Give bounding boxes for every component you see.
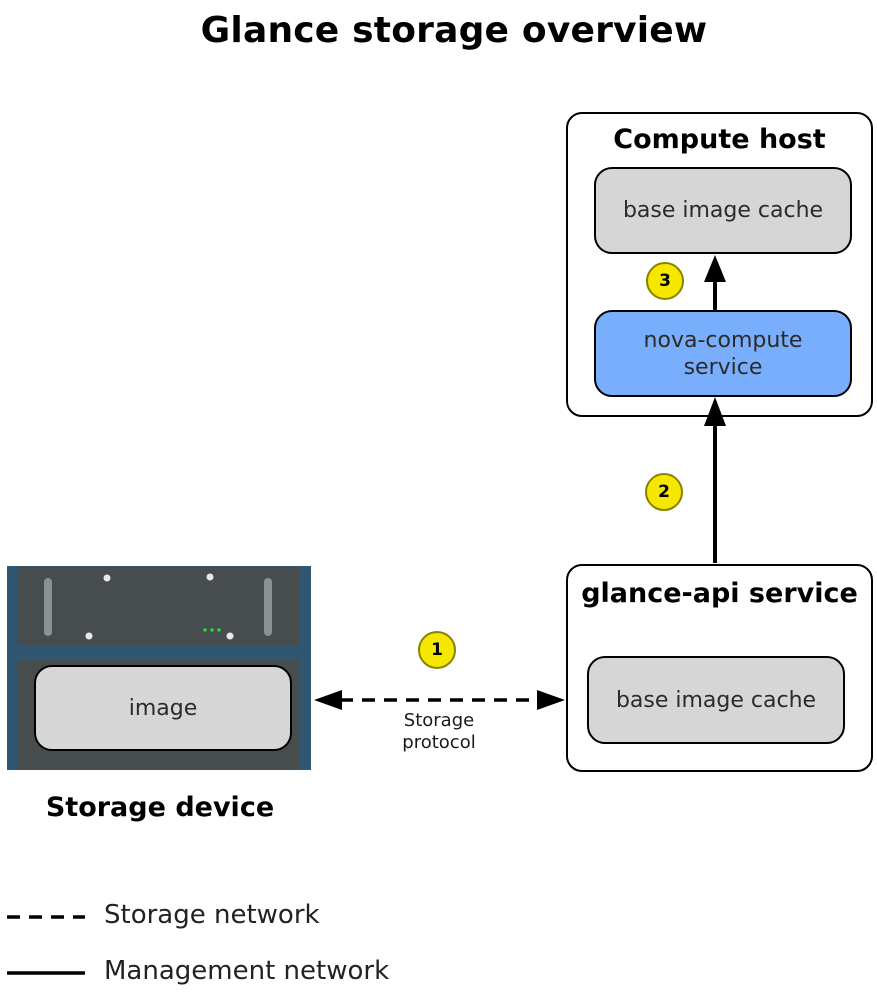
nova-compute-label-line2: service xyxy=(683,354,763,380)
storage-protocol-label-line1: Storage xyxy=(403,710,475,731)
glance-base-image-cache: base image cache xyxy=(587,656,845,744)
nova-to-cache-arrowhead xyxy=(704,255,726,282)
step-1-badge: 1 xyxy=(418,631,456,669)
storage-protocol-label: Storage protocol xyxy=(379,710,499,754)
compute-base-image-cache: base image cache xyxy=(594,167,852,254)
glance-api-service-title: glance-api service xyxy=(581,578,858,609)
storage-protocol-arrowhead-right xyxy=(537,690,565,710)
storage-device-caption: Storage device xyxy=(45,792,275,823)
compute-host-title: Compute host xyxy=(613,124,826,155)
storage-protocol-label-line2: protocol xyxy=(402,732,476,753)
storage-image: image xyxy=(34,665,292,751)
nova-compute-label-line1: nova-compute xyxy=(643,327,803,353)
legend-management-network-label: Management network xyxy=(104,956,390,986)
step-3-badge: 3 xyxy=(646,262,684,300)
storage-protocol-arrowhead-left xyxy=(314,690,342,710)
glance-to-nova-arrowhead xyxy=(704,397,726,426)
diagram-title: Glance storage overview xyxy=(200,10,708,51)
legend-storage-network-label: Storage network xyxy=(104,900,320,930)
step-2-badge: 2 xyxy=(645,473,683,511)
nova-compute-service: nova-compute service xyxy=(594,310,852,397)
